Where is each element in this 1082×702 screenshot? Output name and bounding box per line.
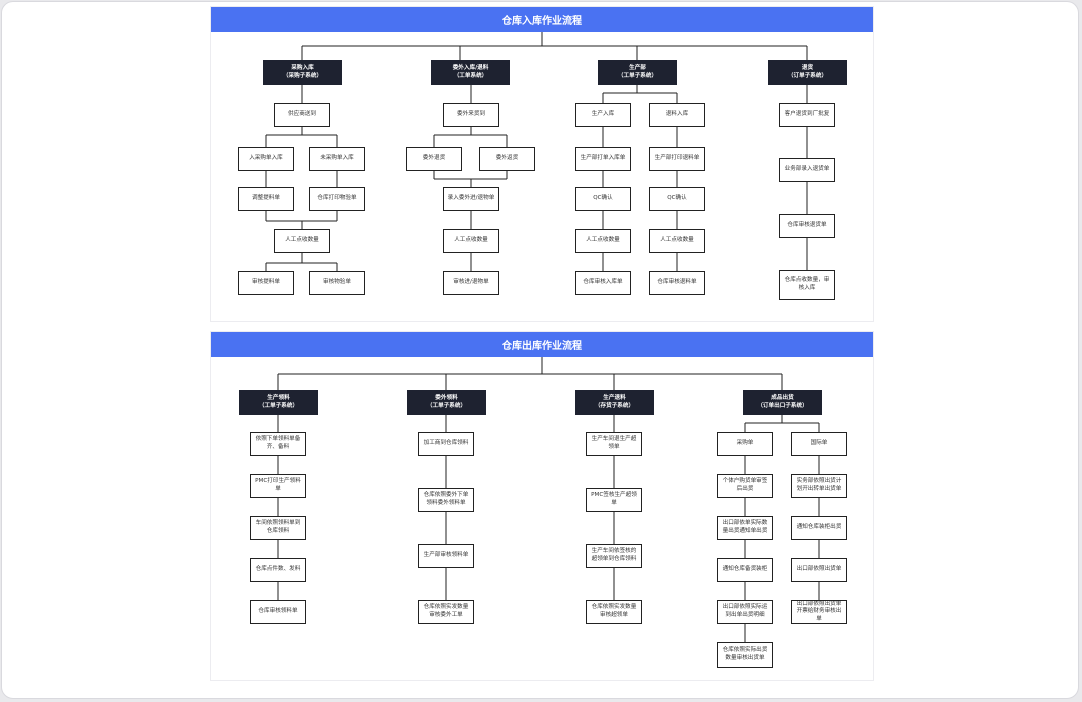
- inbound-step[interactable]: QC确认: [575, 187, 631, 211]
- inbound-header-purchase[interactable]: 采购入库 （采购子系统）: [263, 60, 342, 85]
- outbound-step[interactable]: 实务部依照出货计划开出转单出货单: [791, 474, 847, 498]
- inbound-step[interactable]: 供应商送到: [274, 103, 330, 127]
- inbound-step[interactable]: 仓库打印物验单: [309, 187, 365, 211]
- inbound-step[interactable]: 审核物验单: [309, 271, 365, 295]
- inbound-step[interactable]: 委外返货: [479, 147, 535, 171]
- inbound-step[interactable]: 退料入库: [649, 103, 705, 127]
- outbound-step[interactable]: 仓库依照实际出货数量审核出货单: [717, 642, 773, 668]
- outbound-step[interactable]: 出口部依照实际运到出单出货明细: [717, 600, 773, 624]
- outbound-step[interactable]: 加工商到仓库领料: [418, 432, 474, 456]
- inbound-step[interactable]: 仓库审核入库单: [575, 271, 631, 295]
- inbound-step[interactable]: QC确认: [649, 187, 705, 211]
- inbound-header-production[interactable]: 生产部 （工单子系统）: [598, 60, 677, 85]
- outbound-step[interactable]: 通知仓库备货装柜: [717, 558, 773, 582]
- inbound-step[interactable]: 人工点收数量: [575, 229, 631, 253]
- outbound-header-outsourcing-issue[interactable]: 委外领料 （工单子系统）: [407, 390, 486, 415]
- inbound-step[interactable]: 生产部打单入库单: [575, 147, 631, 171]
- inbound-step[interactable]: 客户退货到厂批复: [779, 103, 835, 127]
- inbound-step[interactable]: 调整提料单: [238, 187, 294, 211]
- outbound-step[interactable]: 依照下单领料单备齐、备料: [250, 432, 306, 456]
- inbound-step[interactable]: 仓库点收数量，审核入库: [779, 270, 835, 300]
- inbound-step[interactable]: 审核提料单: [238, 271, 294, 295]
- inbound-step[interactable]: 仓库审核退料单: [649, 271, 705, 295]
- outbound-step[interactable]: 仓库依照实发数量审核超领单: [586, 600, 642, 624]
- outbound-step[interactable]: 通知仓库装柜出货: [791, 516, 847, 540]
- inbound-connectors: [265, 32, 808, 271]
- outbound-step[interactable]: 生产部审核领料单: [418, 544, 474, 568]
- outbound-step[interactable]: 仓库点件数、发料: [250, 558, 306, 582]
- inbound-flow-title: 仓库入库作业流程: [211, 7, 873, 32]
- outbound-step[interactable]: PMC签核生产超领单: [586, 488, 642, 512]
- inbound-step[interactable]: 未采购单入库: [309, 147, 365, 171]
- inbound-step[interactable]: 审核进/退物单: [443, 271, 499, 295]
- outbound-step[interactable]: 个体户购货单审签后出货: [717, 474, 773, 498]
- inbound-step[interactable]: 生产部打印退料单: [649, 147, 705, 171]
- outbound-step[interactable]: 仓库依照委外下单领料委外领料单: [418, 488, 474, 512]
- outbound-step[interactable]: PMC打印生产领料单: [250, 474, 306, 498]
- outbound-step[interactable]: 车间依照领料单到仓库领料: [250, 516, 306, 540]
- outbound-header-shipment[interactable]: 成品出货 （订单出口子系统）: [743, 390, 822, 415]
- inbound-step[interactable]: 人工点收数量: [443, 229, 499, 253]
- inbound-header-outsourcing[interactable]: 委外入库/退料 （工单系统）: [431, 60, 510, 85]
- inbound-step[interactable]: 仓库审核退货单: [779, 214, 835, 238]
- outbound-step[interactable]: 国际单: [791, 432, 847, 456]
- inbound-header-returns[interactable]: 退货 （订单子系统）: [768, 60, 847, 85]
- inbound-step[interactable]: 生产入库: [575, 103, 631, 127]
- outbound-step[interactable]: 采购单: [717, 432, 773, 456]
- inbound-step[interactable]: 入采购单入库: [238, 147, 294, 171]
- inbound-step[interactable]: 录入委外进/退物单: [443, 187, 499, 211]
- inbound-step[interactable]: 人工点收数量: [649, 229, 705, 253]
- inbound-step[interactable]: 人工点收数量: [274, 229, 330, 253]
- outbound-flow-title: 仓库出库作业流程: [211, 332, 873, 357]
- outbound-step[interactable]: 仓库依照实发数量审核委外工单: [418, 600, 474, 624]
- inbound-step[interactable]: 业务部录入退货单: [779, 158, 835, 182]
- outbound-step[interactable]: 仓库审核领料单: [250, 600, 306, 624]
- outbound-step[interactable]: 出口部依单实际数量出货通知单出货: [717, 516, 773, 540]
- outbound-connectors: [277, 357, 820, 642]
- outbound-step[interactable]: 生产车间依签核的超领单到仓库领料: [586, 544, 642, 568]
- inbound-step[interactable]: 委外来货到: [443, 103, 499, 127]
- outbound-step[interactable]: 出口部依照出货单开票给财务审核出单: [791, 600, 847, 624]
- outbound-header-production-return[interactable]: 生产退料 （存货子系统）: [575, 390, 654, 415]
- outbound-step[interactable]: 出口部依照出货单: [791, 558, 847, 582]
- inbound-flow-panel: 仓库入库作业流程 采购入库: [211, 7, 873, 321]
- outbound-header-production-issue[interactable]: 生产领料 （工单子系统）: [239, 390, 318, 415]
- outbound-flow-panel: 仓库出库作业流程 生产领料 （工单子系统） 委外领料 （工单子系统） 生产退料 …: [211, 332, 873, 680]
- outbound-step[interactable]: 生产车间退生产超领单: [586, 432, 642, 456]
- inbound-step[interactable]: 委外退货: [406, 147, 462, 171]
